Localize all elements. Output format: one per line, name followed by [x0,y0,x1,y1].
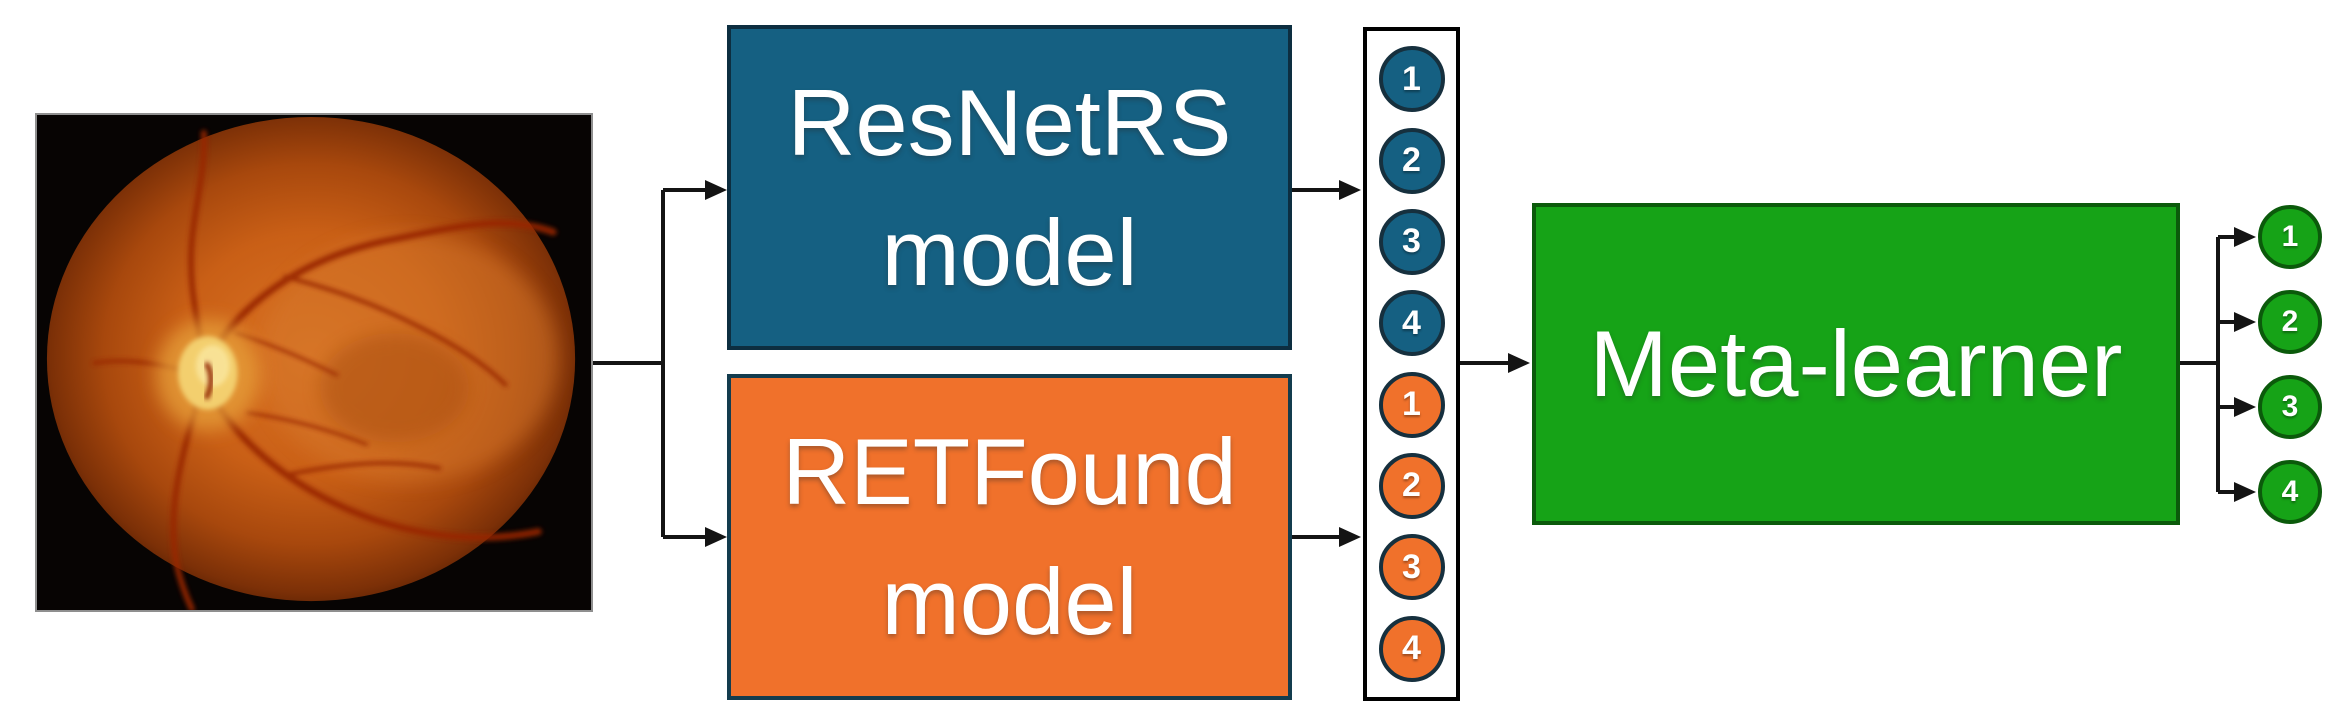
stack-circle-retfound-4: 4 [1378,615,1445,682]
arrowhead-icon [1339,527,1361,547]
arrowhead-icon [2234,312,2256,332]
wire-input-trunk [593,190,665,537]
stack-circle-label: 1 [1402,385,1421,424]
wire-meta-trunk [2180,237,2220,492]
resnetrs-model-box: ResNetRS model [727,25,1292,350]
retfound-label-line2: model [881,549,1138,654]
output-circle-3: 3 [2258,375,2322,439]
output-circle-1: 1 [2258,205,2322,269]
stack-circle-retfound-2: 2 [1378,452,1445,519]
arrowhead-icon [705,180,727,200]
fundus-photo-art [37,115,591,610]
output-circle-label: 1 [2281,220,2299,253]
output-circle-label: 2 [2281,305,2299,338]
stack-circle-label: 3 [1402,222,1421,261]
arrowhead-icon [705,527,727,547]
arrowhead-icon [2234,227,2256,247]
output-circle-4: 4 [2258,460,2322,524]
stack-circle-label: 1 [1402,59,1421,98]
output-circle-label: 4 [2281,475,2299,508]
arrowhead-icon [2234,482,2256,502]
resnetrs-label-line2: model [881,199,1138,305]
output-circle-2: 2 [2258,290,2322,354]
retfound-model-box: RETFound model [727,374,1292,700]
arrowhead-icon [2234,397,2256,417]
stack-circle-label: 4 [1402,629,1421,668]
arrowhead-icon [1339,180,1361,200]
stack-circle-label: 2 [1402,466,1421,505]
fundus-photo [35,113,593,612]
meta-learner-box: Meta-learner [1532,203,2180,525]
meta-learner-label: Meta-learner [1589,311,2123,416]
output-circle-label: 3 [2281,390,2299,423]
prediction-stack: 1 2 3 4 1 2 3 4 [1363,27,1460,701]
stack-circle-resnetrs-4: 4 [1378,290,1445,357]
stack-circle-retfound-1: 1 [1378,371,1445,438]
stack-circle-label: 3 [1402,547,1421,586]
arrowhead-icon [1508,353,1530,373]
stack-circle-retfound-3: 3 [1378,534,1445,601]
stack-circle-label: 4 [1402,303,1421,342]
stack-circle-resnetrs-1: 1 [1378,46,1445,113]
stack-circle-resnetrs-3: 3 [1378,208,1445,275]
stack-circle-label: 2 [1402,141,1421,180]
stack-circle-resnetrs-2: 2 [1378,127,1445,194]
retfound-label-line1: RETFound [782,419,1237,524]
resnetrs-label-line1: ResNetRS [787,69,1232,175]
